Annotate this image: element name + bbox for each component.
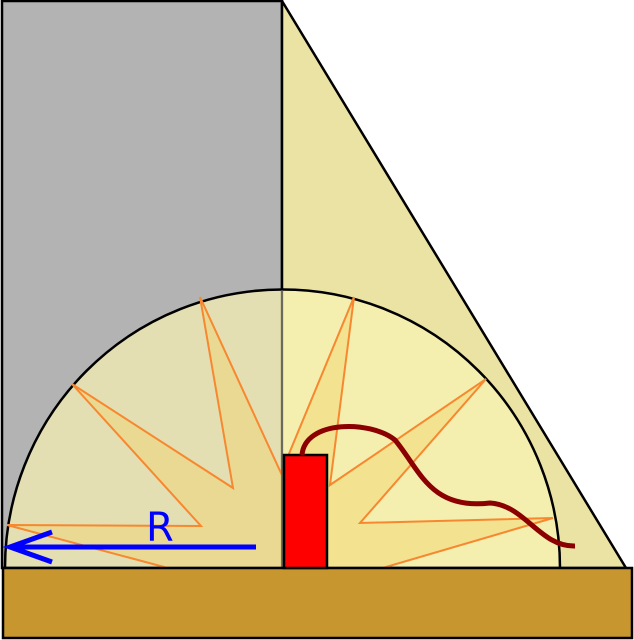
ground [1,566,634,640]
radius-label: R [146,505,174,551]
explosive-charge [282,453,329,570]
radius-arrow [2,529,256,565]
explosion-burst [6,296,554,577]
fuse-wire [299,424,576,549]
